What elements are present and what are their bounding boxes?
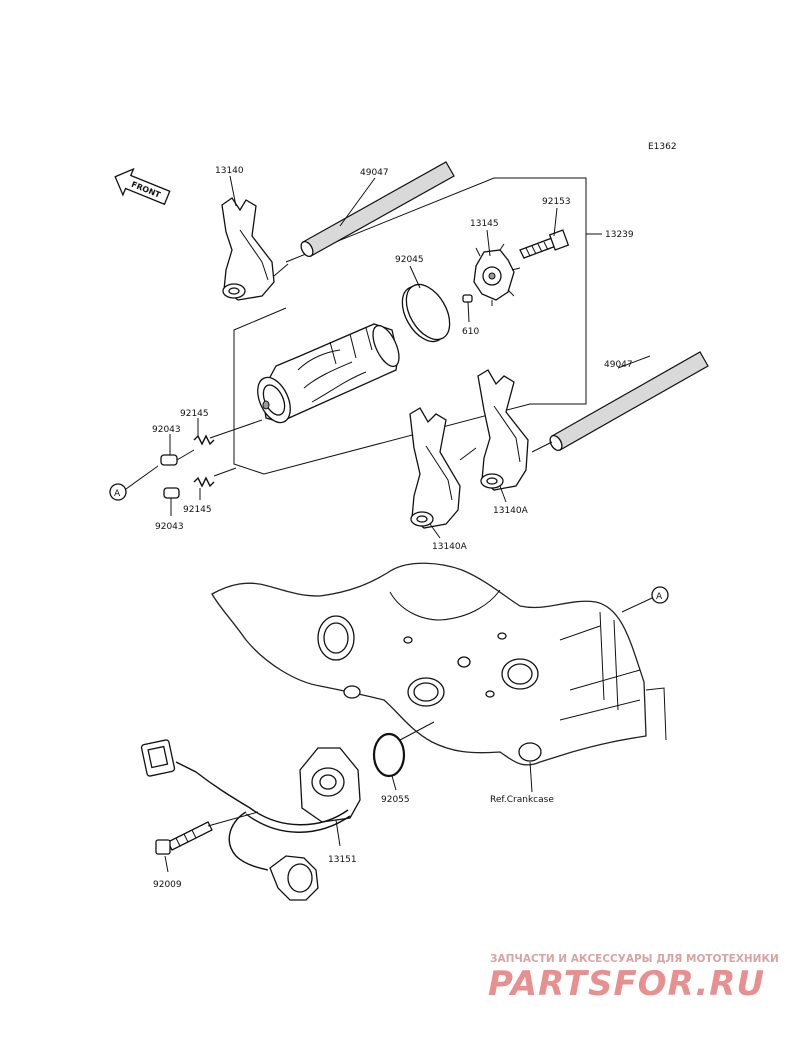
label-92043-lower: 92043 [155,522,184,532]
label-13239: 13239 [605,230,634,240]
shift-rod-upper [300,161,455,258]
label-610: 610 [462,327,479,337]
bearing-92045 [401,283,451,343]
pin-610 [462,294,473,303]
label-13140a-right: 13140A [493,506,529,516]
watermark-tagline: ЗАПЧАСТИ И АКСЕССУАРЫ ДЛЯ МОТОТЕХНИКИ [490,953,779,965]
crankcase-reference [211,562,667,766]
ref-marker-a-right-label: A [656,592,663,602]
label-92145-lower: 92145 [183,505,212,515]
label-ref-crankcase: Ref.Crankcase [490,795,554,805]
spring-92145-lower [193,467,237,488]
shift-fork-13140a-left [409,407,477,529]
ref-marker-a-left-label: A [114,489,121,499]
label-92045: 92045 [395,255,424,265]
diagram-code: E1362 [648,142,677,152]
label-92009: 92009 [153,880,182,890]
assembly-bracket-13239 [233,177,602,475]
shift-rod-lower [531,351,709,453]
pin-92043-lower [163,487,180,499]
label-13140: 13140 [215,166,244,176]
bolt-92009 [155,811,259,873]
label-13145: 13145 [470,219,499,229]
label-92043-upper: 92043 [152,425,181,435]
shift-cam-13145 [473,243,521,306]
ref-marker-a-right: A [621,586,669,613]
label-92055: 92055 [381,795,410,805]
bolt-92153 [519,229,570,259]
shift-fork-13140a-right [477,369,529,491]
watermark: ЗАПЧАСТИ И АКСЕССУАРЫ ДЛЯ МОТОТЕХНИКИ PA… [488,953,779,1004]
ref-marker-a-left: A [109,465,159,501]
front-arrow-icon: FRONT [114,167,171,206]
gear-position-sensor-13151 [140,739,361,901]
label-13140a-left: 13140A [432,542,468,552]
o-ring-92055 [372,721,435,791]
shift-fork-13140 [221,197,289,301]
watermark-brand: PARTSFOR.RU [488,964,765,1004]
label-49047-upper: 49047 [360,168,389,178]
spring-92145-upper [193,419,263,446]
shift-drum [257,323,400,424]
label-92145-upper: 92145 [180,409,209,419]
label-13151: 13151 [328,855,357,865]
pin-92043-upper [160,449,195,466]
label-92153: 92153 [542,197,571,207]
label-49047-lower: 49047 [604,360,633,370]
leader-lines [169,175,651,793]
